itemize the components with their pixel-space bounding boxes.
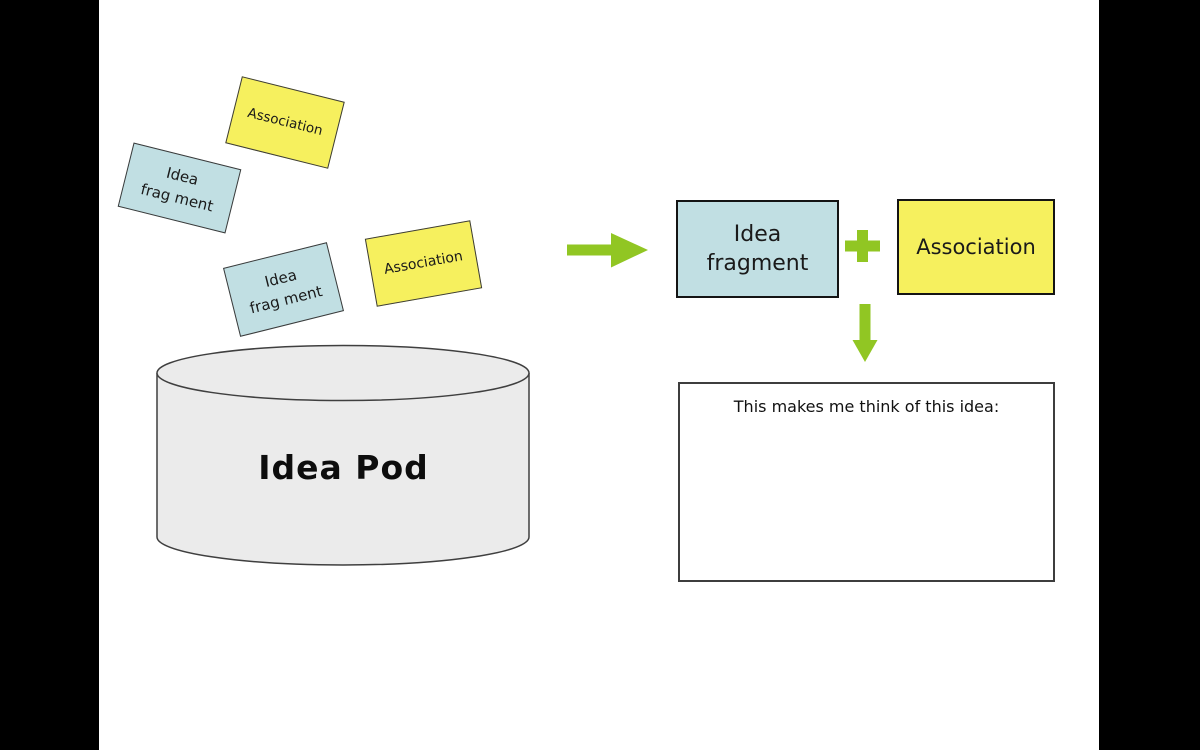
idea-pod-label: Idea Pod [258, 448, 429, 487]
output-box: This makes me think of this idea: [678, 382, 1055, 582]
letterbox-left [0, 0, 99, 750]
association-box-label: Association [916, 235, 1036, 259]
association-box: Association [897, 199, 1055, 295]
idea-fragment-box-line2: fragment [706, 251, 809, 276]
idea-fragment-box-line1: Idea [733, 221, 782, 247]
note-label: Association [245, 104, 325, 139]
idea-fragment-box: Idea fragment [676, 200, 839, 298]
note-label: Association [382, 248, 465, 279]
output-box-prompt: This makes me think of this idea: [733, 397, 1000, 416]
letterbox-right [1099, 0, 1200, 750]
